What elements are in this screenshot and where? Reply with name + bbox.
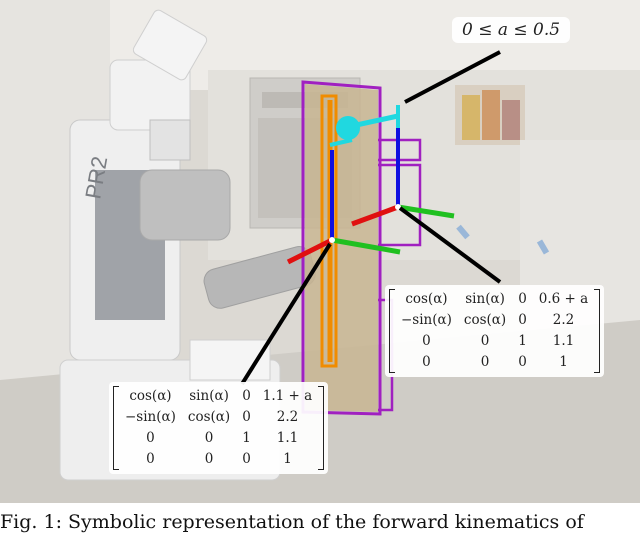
matrix-cell: 0: [242, 388, 251, 404]
figure-caption: Fig. 1: Symbolic representation of the f…: [0, 511, 584, 533]
matrix-cell: 0: [204, 430, 214, 446]
matrix-row: 0 0 1 1.1: [395, 331, 594, 352]
matrix-bracket-left: [113, 386, 119, 470]
right-transform-matrix: cos(α) sin(α) 0 0.6 + a −sin(α) cos(α) 0…: [385, 285, 605, 377]
matrix-row: 0 0 0 1: [119, 449, 318, 470]
matrix-cell: 0: [518, 312, 527, 328]
right-matrix-leader-line: [398, 206, 502, 284]
box-1: [462, 95, 480, 140]
left-frame-y-axis: [331, 237, 401, 255]
matrix-row: cos(α) sin(α) 0 1.1 + a: [119, 386, 318, 407]
matrix-cell: 1.1: [552, 333, 575, 349]
kinematic-chain: [286, 105, 455, 265]
matrix-cell: −sin(α): [401, 312, 452, 328]
matrix-cell: cos(α): [463, 312, 507, 328]
matrix-cell: −sin(α): [125, 409, 176, 425]
matrix-cell: 0: [518, 291, 527, 307]
figure: PR2: [0, 0, 640, 503]
matrix-bracket-left: [389, 289, 395, 373]
left-frame-origin: [329, 237, 335, 243]
matrix-cell: 0: [242, 409, 251, 425]
right-matrix-table: cos(α) sin(α) 0 0.6 + a −sin(α) cos(α) 0…: [395, 289, 594, 373]
matrix-cell: 2.2: [552, 312, 575, 328]
matrix-cell: 1.1 + a: [262, 388, 313, 404]
matrix-bracket-right: [318, 386, 325, 470]
blue-marker-2: [456, 224, 470, 240]
matrix-cell: sin(α): [465, 291, 505, 307]
matrix-cell: cos(α): [405, 291, 448, 307]
cabinet-outline: [301, 80, 382, 416]
gripper-finger: [329, 138, 353, 147]
matrix-cell: 1: [283, 451, 292, 467]
matrix-row: 0 0 1 1.1: [119, 428, 318, 449]
robot-upper-arm: [139, 169, 231, 241]
blue-marker-1: [536, 239, 550, 255]
matrix-cell: cos(α): [129, 388, 172, 404]
matrix-cell: 0: [480, 354, 490, 370]
scene-illustration: PR2: [0, 0, 640, 503]
gripper-arm: [351, 113, 399, 129]
matrix-cell: 0: [242, 451, 251, 467]
range-leader-line: [404, 50, 501, 104]
robot-shoulder: [149, 119, 191, 161]
matrix-cell: 2.2: [276, 409, 299, 425]
left-matrix-leader-line: [240, 242, 332, 386]
matrix-cell: 0: [422, 354, 431, 370]
matrix-row: −sin(α) cos(α) 0 2.2: [395, 310, 594, 331]
left-transform-matrix: cos(α) sin(α) 0 1.1 + a −sin(α) cos(α) 0…: [109, 382, 329, 474]
matrix-cell: 1.1: [276, 430, 299, 446]
matrix-row: −sin(α) cos(α) 0 2.2: [119, 407, 318, 428]
box-3: [502, 100, 520, 140]
matrix-cell: 1: [242, 430, 251, 446]
matrix-row: cos(α) sin(α) 0 0.6 + a: [395, 289, 594, 310]
robot-sensor-head: [132, 9, 208, 81]
gripper-joint: [336, 116, 360, 140]
matrix-cell: 1: [518, 333, 527, 349]
matrix-cell: 1: [559, 354, 568, 370]
matrix-cell: 0: [480, 333, 490, 349]
matrix-row: 0 0 0 1: [395, 352, 594, 373]
left-matrix-table: cos(α) sin(α) 0 1.1 + a −sin(α) cos(α) 0…: [119, 386, 318, 470]
box-2: [482, 90, 500, 140]
right-frame-y-axis: [397, 204, 455, 219]
matrix-cell: sin(α): [189, 388, 229, 404]
matrix-cell: 0: [518, 354, 527, 370]
left-frame-x-axis: [286, 237, 334, 265]
handle-outline: [320, 94, 338, 368]
right-frame-x-axis: [351, 204, 399, 227]
right-frame-origin: [395, 204, 401, 210]
matrix-cell: 0: [204, 451, 214, 467]
matrix-cell: 0: [146, 451, 155, 467]
matrix-cell: cos(α): [187, 409, 231, 425]
matrix-cell: 0: [422, 333, 431, 349]
range-label: 0 ≤ a ≤ 0.5: [452, 17, 571, 43]
matrix-cell: 0: [146, 430, 155, 446]
matrix-cell: 0.6 + a: [538, 291, 589, 307]
matrix-bracket-right: [594, 289, 601, 373]
